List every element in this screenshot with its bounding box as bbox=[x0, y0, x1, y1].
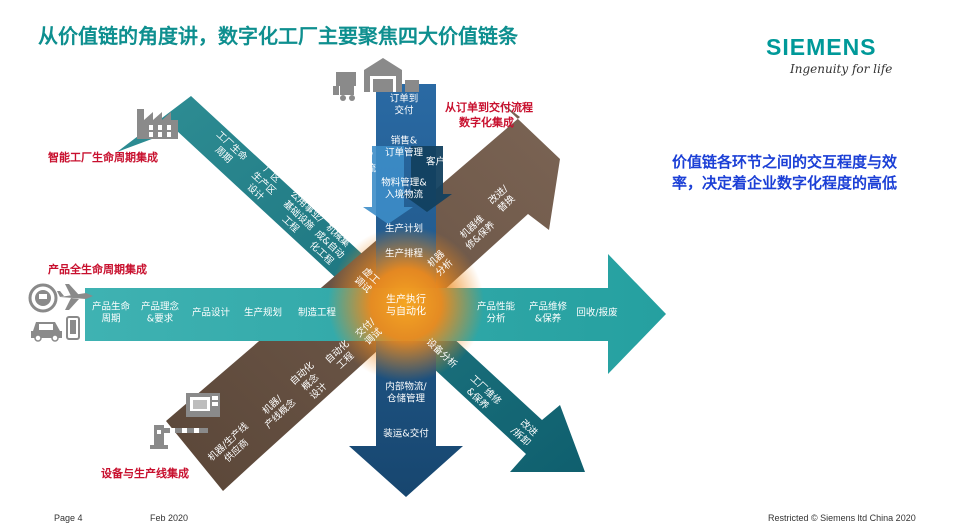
page-title: 从价值链的角度讲，数字化工厂主要聚焦四大价值链条 bbox=[38, 24, 518, 48]
product-step-label: 生产规划 bbox=[244, 306, 282, 318]
order-step-label: 物料管理&入境物流 bbox=[381, 176, 427, 200]
cnc-machine-icon bbox=[186, 393, 220, 417]
svg-text:订单到交付: 订单到交付 bbox=[390, 92, 419, 116]
order-step-label: 装运&交付 bbox=[383, 427, 429, 439]
product-step-label: 产品理念&要求 bbox=[141, 300, 180, 324]
value-chain-note: 价值链各环节之间的交互程度与效率，决定着企业数字化程度的高低 bbox=[672, 153, 898, 192]
svg-text:回收/报废: 回收/报废 bbox=[576, 306, 618, 318]
svg-text:产品性能分析: 产品性能分析 bbox=[477, 300, 516, 324]
phone-icon bbox=[66, 316, 80, 340]
siemens-logo: SIEMENS bbox=[766, 34, 877, 60]
product-step-label: 产品设计 bbox=[192, 306, 231, 318]
order-step-label: 内部物流/仓储管理 bbox=[385, 380, 427, 404]
svg-text:生产执行与自动化: 生产执行与自动化 bbox=[386, 293, 426, 318]
svg-text:客户订单: 客户订单 bbox=[426, 155, 465, 167]
svg-text:装运&交付: 装运&交付 bbox=[383, 427, 429, 439]
chain-label-order-delivery-2: 数字化集成 bbox=[459, 116, 514, 129]
svg-text:生产规划: 生产规划 bbox=[244, 306, 282, 318]
svg-text:产品理念&要求: 产品理念&要求 bbox=[141, 300, 180, 324]
customer-order-label: 客户订单 bbox=[426, 155, 465, 167]
supply-chain-label: 供应链/物料物流 bbox=[338, 150, 377, 174]
page-number: Page 4 bbox=[54, 513, 83, 523]
order-step-label: 生产计划 bbox=[385, 222, 423, 234]
svg-text:供应链/物料物流: 供应链/物料物流 bbox=[338, 150, 377, 174]
chain-label-factory-lifecycle: 智能工厂生命周期集成 bbox=[48, 151, 158, 164]
warehouse-truck-icon bbox=[333, 58, 419, 101]
chain-label-order-delivery-1: 从订单到交付流程 bbox=[445, 101, 533, 114]
logo-tagline: Ingenuity for life bbox=[790, 62, 893, 76]
car-icon bbox=[31, 322, 62, 342]
svg-text:销售&订单管理: 销售&订单管理 bbox=[385, 134, 424, 158]
svg-text:产品设计: 产品设计 bbox=[192, 306, 231, 318]
product-step-label: 产品维修&保养 bbox=[529, 300, 568, 324]
airplane-icon bbox=[57, 284, 93, 310]
svg-text:生产排程: 生产排程 bbox=[385, 247, 424, 259]
order-step-label: 销售&订单管理 bbox=[385, 134, 424, 158]
svg-text:产品生命周期: 产品生命周期 bbox=[92, 300, 131, 324]
product-step-label: 回收/报废 bbox=[576, 306, 618, 318]
order-step-label: 生产排程 bbox=[385, 247, 424, 259]
svg-text:制造工程: 制造工程 bbox=[298, 306, 337, 318]
chain-label-equipment-line: 设备与生产线集成 bbox=[101, 467, 189, 480]
footer-restricted: Restricted © Siemens ltd China 2020 bbox=[768, 513, 916, 523]
center-glow bbox=[328, 226, 484, 382]
factory-icon bbox=[137, 109, 178, 139]
supply-chain-subarrow bbox=[363, 146, 413, 224]
svg-text:生产计划: 生产计划 bbox=[385, 222, 423, 234]
chain-label-product-lifecycle: 产品全生命周期集成 bbox=[48, 263, 147, 276]
product-step-label: 产品生命周期 bbox=[92, 300, 131, 324]
product-step-label: 制造工程 bbox=[298, 306, 337, 318]
clock-face-icon bbox=[28, 283, 58, 313]
barrier-gate-icon bbox=[150, 425, 208, 449]
svg-text:内部物流/仓储管理: 内部物流/仓储管理 bbox=[385, 380, 427, 404]
customer-order-subarrow bbox=[402, 146, 452, 212]
svg-text:产品维修&保养: 产品维修&保养 bbox=[529, 300, 568, 324]
order-step-label: 订单到交付 bbox=[390, 92, 419, 116]
product-step-label: 产品性能分析 bbox=[477, 300, 516, 324]
svg-text:物料管理&入境物流: 物料管理&入境物流 bbox=[381, 176, 427, 200]
center-label: 生产执行与自动化 bbox=[386, 293, 426, 318]
footer-date: Feb 2020 bbox=[150, 513, 189, 523]
